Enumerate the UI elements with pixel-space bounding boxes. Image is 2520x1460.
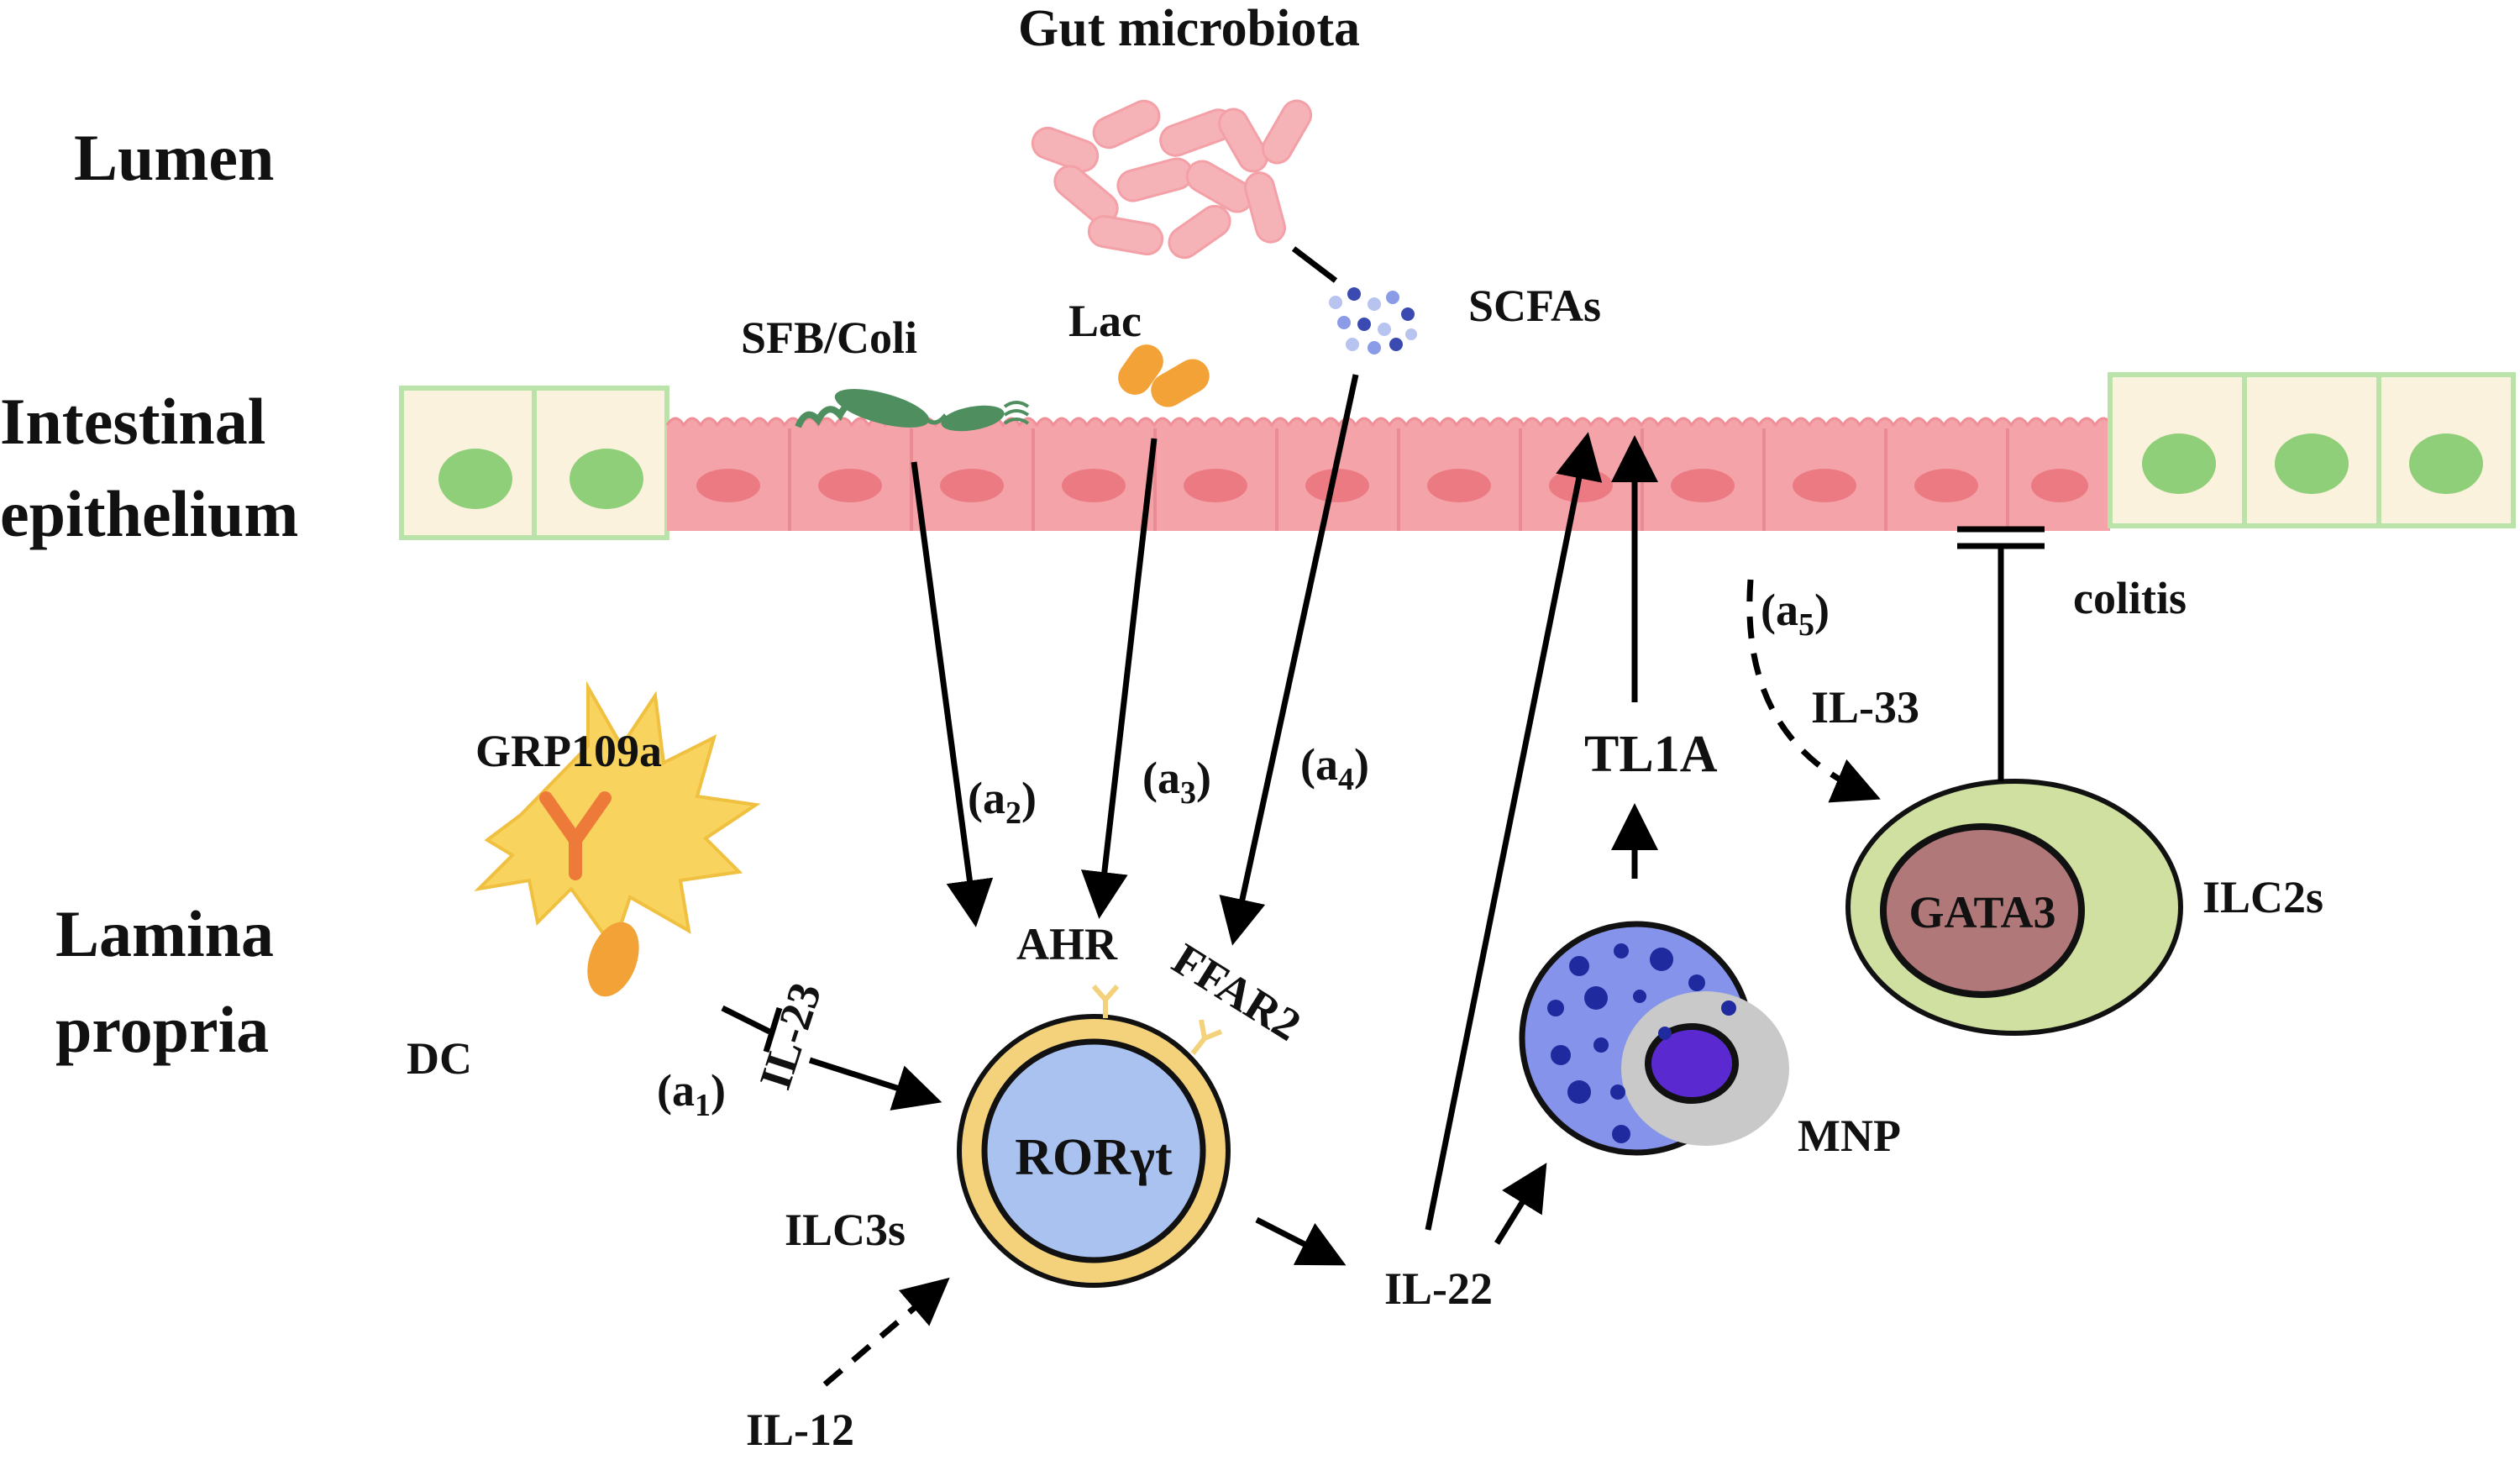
pathway-a2-label: (a2): [968, 773, 1037, 831]
arrow-il33-to-ilc2: [1746, 579, 1881, 803]
region-epithelium-label-2: epithelium: [0, 477, 298, 550]
lac-label: Lac: [1068, 296, 1142, 346]
arrow-scfas-to-ffar2: [1219, 374, 1359, 946]
arrow-il22-to-mnp: [1494, 1163, 1547, 1245]
enterocytes: [665, 417, 2113, 531]
tl1a-label: TL1A: [1584, 726, 1718, 783]
mnp-granules: [1547, 943, 1736, 1143]
grp109a-label: GRP109a: [475, 726, 662, 776]
ahr-receptor-icon: [1091, 985, 1120, 1018]
arrow-il22-to-epithelium: [1425, 432, 1603, 1231]
arrow-il23-to-ilc3: [808, 1057, 942, 1111]
ilc3s-label: ILC3s: [785, 1205, 906, 1255]
ilc3-cell: [957, 985, 1231, 1288]
il23-label: IL-23: [749, 976, 831, 1095]
goblet-cells-left: [399, 386, 669, 540]
ilc2s-label: ILC2s: [2202, 872, 2323, 922]
pathway-a3-label: (a3): [1142, 753, 1211, 811]
region-lamina-label-1: Lamina: [55, 897, 274, 970]
ffar2-receptor-icon: [1190, 1019, 1223, 1055]
microbiota-to-scfas-link: [1291, 246, 1338, 283]
dc-label: DC: [407, 1033, 472, 1084]
pathway-a1-label: (a1): [657, 1065, 726, 1123]
lac-bacteria: [1118, 344, 1210, 407]
dendritic-cell: [474, 680, 761, 997]
arrow-sfb-to-ilc3: [911, 461, 994, 927]
scfas-particles: [1329, 287, 1417, 354]
mnp-label: MNP: [1798, 1111, 1901, 1161]
region-lamina-label-2: propria: [55, 993, 269, 1066]
gut-microbiota-label: Gut microbiota: [1018, 0, 1360, 57]
ahr-label: AHR: [1016, 919, 1118, 969]
colitis-label: colitis: [2073, 573, 2187, 623]
dc-inhibition-line: [721, 1005, 771, 1035]
intestinal-epithelium-layer: [399, 372, 2516, 540]
sfb-coli-label: SFB/Coli: [741, 312, 917, 363]
gata3-label: GATA3: [1909, 887, 2056, 937]
arrow-lac-to-ahr: [1080, 438, 1158, 919]
rorgt-label: RORγt: [1015, 1129, 1173, 1186]
region-epithelium-label-1: Intestinal: [0, 385, 265, 458]
il33-label: IL-33: [1811, 682, 1919, 733]
sfb-coli-bacteria: [795, 389, 1030, 432]
ilc2-cell: [1845, 779, 2183, 1036]
dc-inhibition-bar: [763, 1006, 783, 1053]
scfas-label: SCFAs: [1468, 281, 1601, 331]
arrow-ilc3-to-il22: [1255, 1216, 1347, 1266]
pathway-a5-label: (a5): [1761, 585, 1830, 643]
pathway-a4-label: (a4): [1300, 739, 1369, 797]
ffar2-label: FFAR2: [1164, 933, 1310, 1050]
il22-label: IL-22: [1384, 1263, 1493, 1314]
region-lumen-label: Lumen: [74, 121, 274, 194]
goblet-cells-right: [2108, 372, 2516, 528]
grp109a-receptor-icon: [539, 791, 612, 880]
mnp-cell: [1519, 921, 1789, 1156]
pathway-arrows: [721, 374, 2045, 1387]
il12-label: IL-12: [746, 1405, 854, 1455]
arrow-il12-to-ilc3: [822, 1277, 950, 1387]
gut-microbiota-bacteria: [1031, 99, 1312, 260]
